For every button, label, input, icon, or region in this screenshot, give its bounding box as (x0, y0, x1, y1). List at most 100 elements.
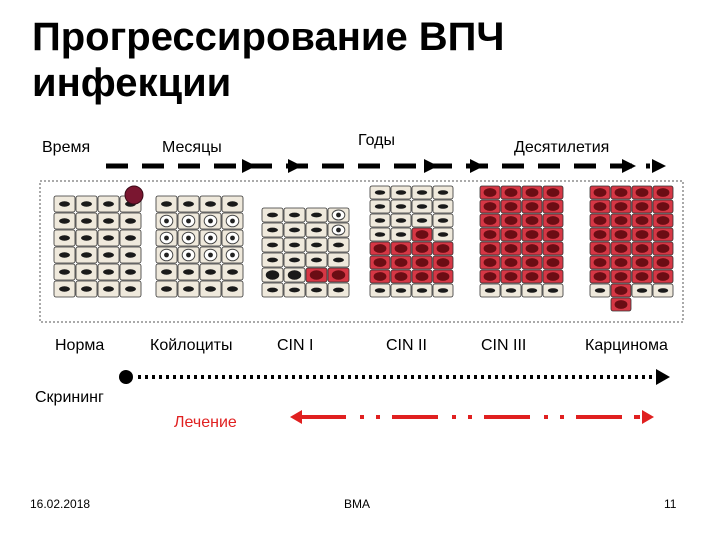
cell-nucleus (656, 272, 670, 281)
cell-nucleus (103, 201, 114, 207)
cell-nucleus (103, 235, 114, 241)
cell-nucleus (289, 257, 300, 263)
cell-nucleus (635, 230, 649, 239)
cell-nucleus (437, 190, 449, 195)
cell-nucleus (227, 286, 238, 292)
cell-nucleus (311, 287, 322, 293)
cell-nucleus (230, 218, 235, 224)
treatment-label: Лечение (174, 414, 237, 431)
cell-nucleus (546, 216, 560, 225)
cell-nucleus (483, 244, 497, 253)
cell-nucleus (373, 272, 387, 281)
cell-nucleus (287, 270, 302, 280)
cell-nucleus (374, 204, 386, 209)
title-line-2: инфекции (32, 61, 232, 105)
cell-nucleus (395, 218, 407, 223)
cell-nucleus (504, 202, 518, 211)
cell-nucleus (504, 230, 518, 239)
cell-nucleus (267, 257, 278, 263)
cell-nucleus (186, 218, 191, 224)
cell-nucleus (311, 257, 322, 263)
cell-nucleus (436, 258, 450, 267)
cell-nucleus (333, 257, 344, 263)
cell-nucleus (593, 188, 607, 197)
cell-nucleus (161, 286, 172, 292)
slide-title: Прогрессирование ВПЧ инфекции (32, 14, 505, 106)
cell-nucleus (395, 288, 407, 293)
treatment-line (290, 410, 654, 424)
cell-nucleus (373, 258, 387, 267)
cell-nucleus (415, 272, 429, 281)
cell-nucleus (546, 258, 560, 267)
cell-nucleus (525, 244, 539, 253)
cell-nucleus (614, 216, 628, 225)
cell-nucleus (374, 288, 386, 293)
cell-nucleus (483, 216, 497, 225)
footer-date: 16.02.2018 (30, 497, 91, 511)
cell-nucleus (59, 201, 70, 207)
cell-nucleus (614, 258, 628, 267)
tissue-koilocytes (155, 195, 244, 298)
cell-nucleus (546, 202, 560, 211)
tissue-carcinoma (589, 185, 674, 312)
cell-nucleus (614, 272, 628, 281)
decades-label: Десятилетия (514, 139, 610, 156)
cell-nucleus (59, 286, 70, 292)
cell-nucleus (437, 232, 449, 237)
cell-nucleus (374, 218, 386, 223)
cell-nucleus (546, 272, 560, 281)
cell-nucleus (230, 235, 235, 241)
stage-label-koilocytes: Койлоциты (150, 337, 233, 354)
treatment-arrow-left (290, 410, 302, 424)
cell-nucleus (635, 244, 649, 253)
cell-nucleus (227, 201, 238, 207)
cell-nucleus (208, 218, 213, 224)
cell-nucleus (81, 286, 92, 292)
cell-nucleus (525, 258, 539, 267)
time-arrow (106, 159, 666, 173)
years-label: Годы (358, 132, 395, 149)
cell-nucleus (504, 244, 518, 253)
cell-nucleus (230, 252, 235, 258)
cell-nucleus (416, 190, 428, 195)
cell-nucleus (394, 272, 408, 281)
cell-nucleus (437, 204, 449, 209)
cell-nucleus (103, 252, 114, 258)
tissue-normal (53, 195, 142, 298)
cell-nucleus (656, 258, 670, 267)
cell-nucleus (656, 244, 670, 253)
cell-nucleus (205, 286, 216, 292)
cell-nucleus (267, 287, 278, 293)
cell-nucleus (416, 218, 428, 223)
cell-nucleus (289, 242, 300, 248)
cell-nucleus (227, 269, 238, 275)
cell-nucleus (267, 242, 278, 248)
cell-nucleus (289, 287, 300, 293)
cell-nucleus (656, 230, 670, 239)
cell-nucleus (483, 258, 497, 267)
tissue-cin2 (369, 185, 454, 298)
cell-nucleus (395, 232, 407, 237)
cell-nucleus (289, 212, 300, 218)
cell-nucleus (333, 287, 344, 293)
cell-nucleus (164, 252, 169, 258)
cell-nucleus (593, 244, 607, 253)
cell-nucleus (374, 190, 386, 195)
cell-nucleus (374, 232, 386, 237)
cell-nucleus (635, 202, 649, 211)
cell-nucleus (311, 227, 322, 233)
cell-nucleus (483, 230, 497, 239)
virus-particle-icon (124, 185, 144, 205)
treatment-arrow-right (642, 410, 654, 424)
cell-nucleus (311, 212, 322, 218)
cell-nucleus (546, 188, 560, 197)
cell-nucleus (161, 269, 172, 275)
cell-nucleus (205, 269, 216, 275)
diagram-frame (39, 180, 684, 323)
stage-label-cin2: CIN II (386, 337, 427, 354)
stage-label-cin3: CIN III (481, 337, 527, 354)
cell-nucleus (103, 269, 114, 275)
cell-nucleus (267, 227, 278, 233)
cell-nucleus (289, 227, 300, 233)
cell-nucleus (183, 201, 194, 207)
